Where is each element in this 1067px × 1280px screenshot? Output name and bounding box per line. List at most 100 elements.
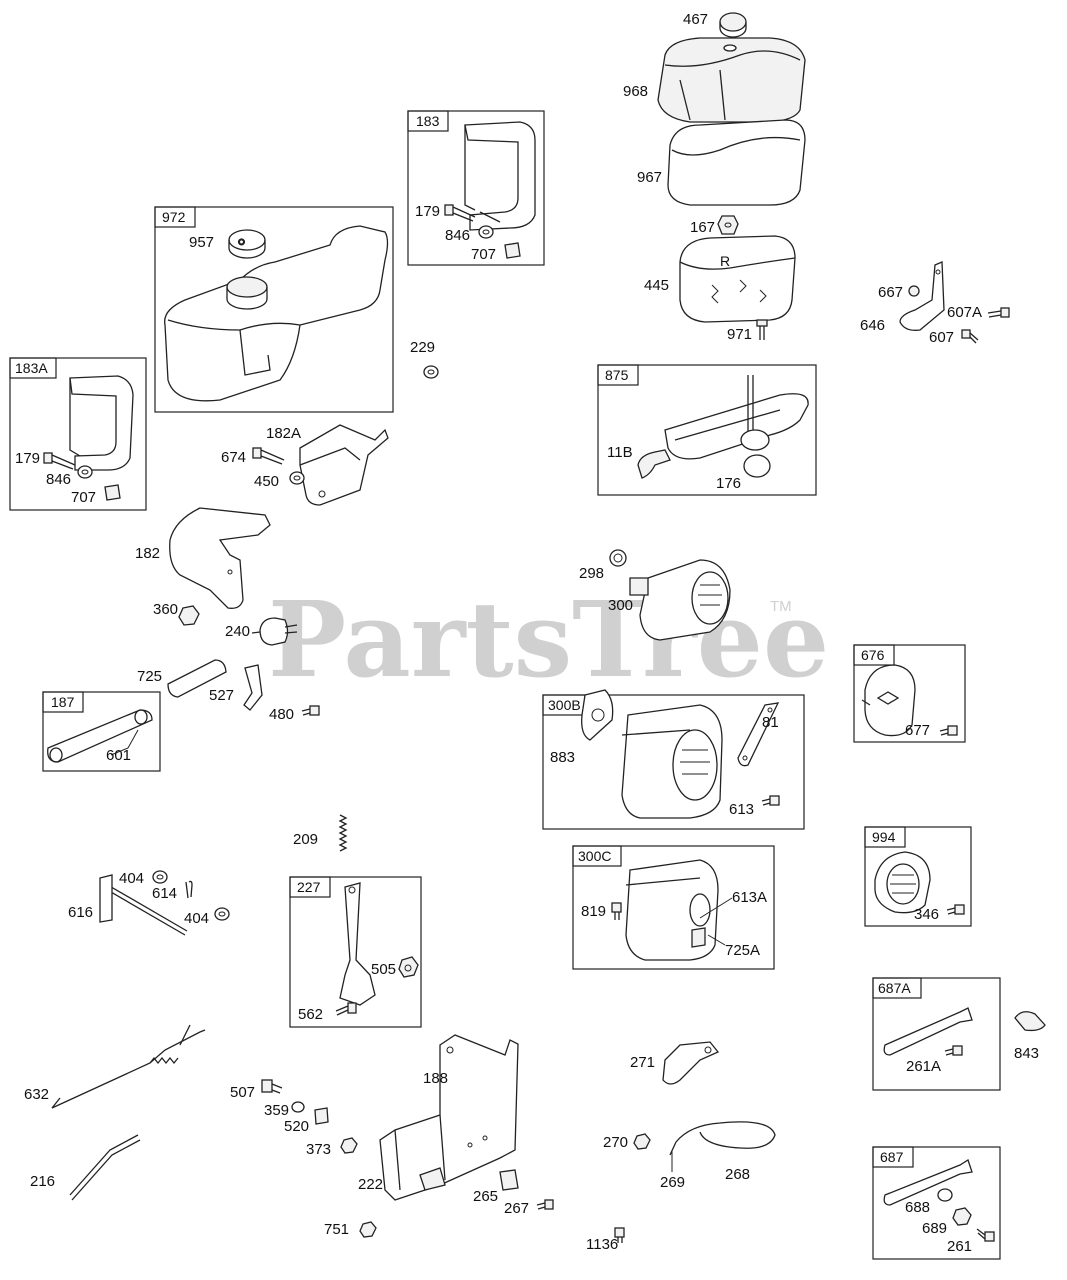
- part-971-screw: [756, 319, 768, 340]
- part-300B-muffler: [621, 704, 723, 819]
- label-613: 613: [729, 801, 754, 818]
- label-957: 957: [189, 234, 214, 251]
- part-227-lever: [339, 882, 376, 1006]
- part-972-tank: [164, 225, 389, 402]
- box-972: 972: [154, 206, 394, 413]
- label-450: 450: [254, 473, 279, 490]
- part-270-nut: [633, 1133, 651, 1150]
- part-222-bracket: [379, 1034, 519, 1201]
- part-183A-bracket: [69, 375, 134, 471]
- label-819: 819: [581, 903, 606, 920]
- label-520: 520: [284, 1118, 309, 1135]
- label-176: 176: [716, 475, 741, 492]
- part-507-bolt: [261, 1079, 283, 1094]
- part-267-screw: [536, 1199, 554, 1210]
- box-994: 994: [864, 826, 972, 927]
- box-972-label: 972: [162, 209, 186, 225]
- box-300C: 300C: [572, 845, 775, 970]
- box-227: 227: [289, 876, 422, 1028]
- part-167-nut: [717, 215, 739, 235]
- label-300: 300: [608, 597, 633, 614]
- part-271-bracket: [662, 1041, 720, 1085]
- box-687-label: 687: [880, 1149, 904, 1165]
- label-562: 562: [298, 1006, 323, 1023]
- box-994-label: 994: [872, 829, 896, 845]
- label-298: 298: [579, 565, 604, 582]
- label-689: 689: [922, 1220, 947, 1237]
- part-346-screw: [946, 904, 965, 915]
- label-216: 216: [30, 1173, 55, 1190]
- box-300B: 300B: [542, 694, 805, 830]
- label-613A: 613A: [732, 889, 767, 906]
- part-632-linkage: [51, 1024, 206, 1109]
- part-875-base: [664, 375, 809, 460]
- part-261-screw: [976, 1228, 995, 1242]
- part-688-washer: [937, 1188, 953, 1202]
- label-265: 265: [473, 1188, 498, 1205]
- label-667: 667: [878, 284, 903, 301]
- part-607-screw: [961, 329, 979, 344]
- label-968: 968: [623, 83, 648, 100]
- part-81-bracket: [737, 702, 780, 767]
- label-707-a: 707: [471, 246, 496, 263]
- part-819-screw: [611, 902, 622, 920]
- part-300-muffler: [629, 559, 731, 641]
- part-176-oring: [743, 454, 771, 478]
- part-674-bolt: [252, 447, 285, 465]
- label-179-a: 179: [415, 203, 440, 220]
- label-707-b: 707: [71, 489, 96, 506]
- part-11B-fitting: [637, 449, 671, 479]
- part-480-screw: [301, 705, 320, 716]
- part-labels: 467 968 967 167 445 971 179 846 707 957 …: [15, 11, 1039, 1255]
- box-183A-label: 183A: [15, 360, 48, 376]
- part-707-clip-a: [504, 242, 521, 259]
- label-445: 445: [644, 277, 669, 294]
- label-677: 677: [905, 722, 930, 739]
- part-687-bracket: [883, 1159, 973, 1206]
- part-707-clip-b: [104, 484, 121, 501]
- part-751-nut: [359, 1221, 377, 1238]
- part-187-fuelline: [47, 709, 153, 763]
- part-677-screw: [939, 725, 958, 736]
- label-268: 268: [725, 1166, 750, 1183]
- label-505: 505: [371, 961, 396, 978]
- box-676: 676: [853, 644, 966, 743]
- box-187-label: 187: [51, 694, 75, 710]
- label-11B: 11B: [607, 444, 633, 461]
- part-182A-bracket: [299, 424, 389, 506]
- part-994-screen: [874, 851, 931, 914]
- part-689-nut: [952, 1207, 972, 1226]
- part-300C-muffler: [625, 859, 719, 961]
- svg-text:◉: ◉: [238, 237, 245, 246]
- part-450-washer: [289, 471, 305, 485]
- label-209: 209: [293, 831, 318, 848]
- box-875-label: 875: [605, 367, 629, 383]
- part-846-washer-a: [478, 225, 494, 239]
- label-614: 614: [152, 885, 177, 902]
- label-688: 688: [905, 1199, 930, 1216]
- part-846-washer-b: [77, 465, 93, 479]
- label-222: 222: [358, 1176, 383, 1193]
- label-646: 646: [860, 317, 885, 334]
- label-846-b: 846: [46, 471, 71, 488]
- label-607: 607: [929, 329, 954, 346]
- label-182A: 182A: [266, 425, 301, 442]
- part-467-cap: [719, 12, 747, 38]
- part-607A-screw: [987, 307, 1010, 318]
- leader-lines: [110, 729, 733, 1172]
- box-676-label: 676: [861, 647, 885, 663]
- label-616: 616: [68, 904, 93, 921]
- label-346: 346: [914, 906, 939, 923]
- part-520-clip: [314, 1107, 329, 1125]
- box-183: 183: [407, 110, 545, 266]
- part-445-filter: R: [679, 235, 796, 323]
- label-751: 751: [324, 1221, 349, 1238]
- label-261A: 261A: [906, 1058, 941, 1075]
- part-268-cable: [669, 1121, 776, 1156]
- box-227-label: 227: [297, 879, 321, 895]
- label-179-b: 179: [15, 450, 40, 467]
- label-182: 182: [135, 545, 160, 562]
- part-646-bracket: [899, 261, 945, 331]
- label-267: 267: [504, 1200, 529, 1217]
- part-373-nut: [340, 1137, 358, 1154]
